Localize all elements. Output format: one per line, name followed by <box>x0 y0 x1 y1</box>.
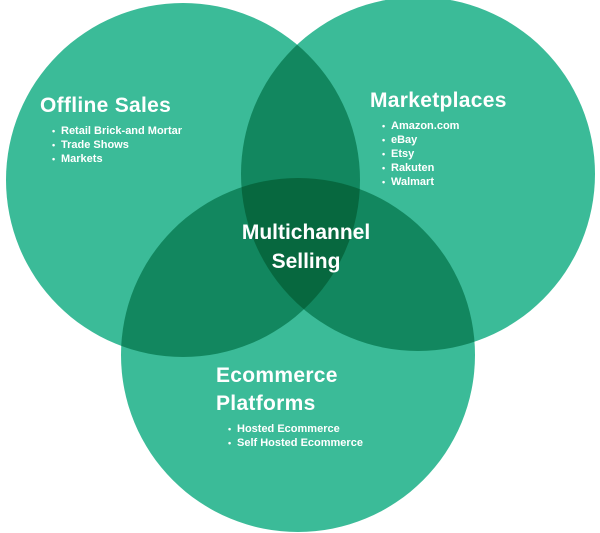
ecommerce-list: Hosted Ecommerce Self Hosted Ecommerce <box>228 422 363 450</box>
offline-sales-title: Offline Sales <box>40 94 172 117</box>
ecommerce-platforms-group: Ecommerce Platforms Hosted Ecommerce Sel… <box>216 362 363 450</box>
list-item: Amazon.com <box>382 119 507 133</box>
list-item: Trade Shows <box>52 138 182 152</box>
marketplaces-group: Marketplaces Amazon.com eBay Etsy Rakute… <box>370 87 507 189</box>
center-label-line1: Multichannel <box>241 221 371 244</box>
list-item: Retail Brick-and Mortar <box>52 124 182 138</box>
ecommerce-title-line2: Platforms <box>216 392 316 415</box>
list-item: Hosted Ecommerce <box>228 422 363 436</box>
list-item: Etsy <box>382 147 507 161</box>
list-item: Markets <box>52 152 182 166</box>
overlap-marketplaces-ecommerce <box>241 178 475 351</box>
ecommerce-title-line1: Ecommerce <box>216 364 338 387</box>
list-item: Rakuten <box>382 161 507 175</box>
list-item: eBay <box>382 133 507 147</box>
center-label: Multichannel Selling <box>206 218 406 276</box>
center-label-line2: Selling <box>271 250 341 273</box>
list-item: Self Hosted Ecommerce <box>228 436 363 450</box>
marketplaces-title: Marketplaces <box>370 89 507 112</box>
marketplaces-list: Amazon.com eBay Etsy Rakuten Walmart <box>382 119 507 189</box>
list-item: Walmart <box>382 175 507 189</box>
offline-sales-group: Offline Sales Retail Brick-and Mortar Tr… <box>40 92 182 166</box>
offline-sales-list: Retail Brick-and Mortar Trade Shows Mark… <box>52 124 182 166</box>
